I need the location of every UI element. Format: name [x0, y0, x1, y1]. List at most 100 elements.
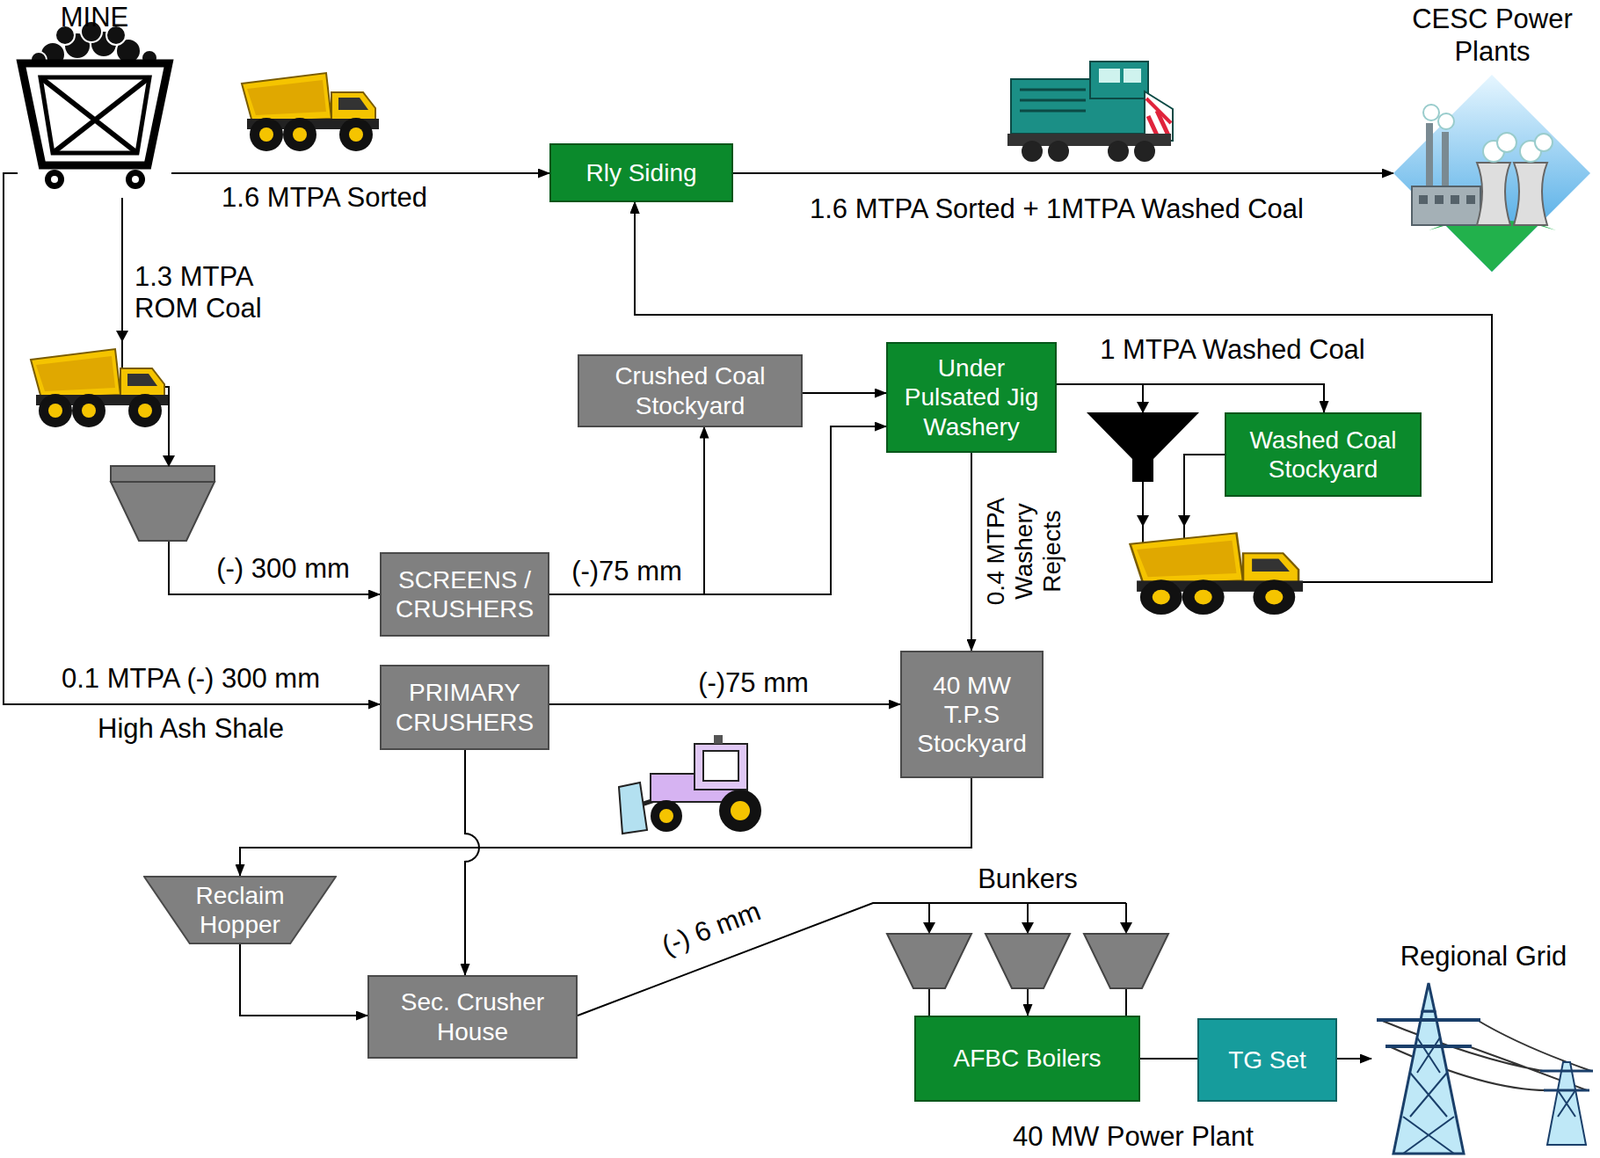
- mine-cart: [21, 21, 169, 190]
- mine-cart-part: [40, 77, 150, 153]
- power-plant-icon-part: [1418, 195, 1428, 204]
- bunker-feed-part: [887, 933, 972, 989]
- flow-label: 1.6 MTPA Sorted + 1MTPA Washed Coal: [807, 193, 1307, 226]
- power-plant-icon-part: [1497, 132, 1517, 153]
- annotation-label: Bunkers: [974, 863, 1081, 895]
- process-box: SCREENS / CRUSHERS: [379, 552, 550, 637]
- locomotive-part: [1146, 98, 1171, 124]
- flow-label: 1.6 MTPA Sorted: [218, 181, 430, 214]
- bulldozer-part: [703, 750, 739, 781]
- flow-label: (-) 6 mm: [654, 894, 768, 962]
- locomotive: [1007, 61, 1173, 162]
- locomotive-part: [1021, 140, 1043, 162]
- transmission-towers-part: [1557, 1090, 1576, 1117]
- dump-truck: [241, 72, 379, 152]
- bunker-feed-part: [1021, 922, 1034, 934]
- process-box: Sec. Crusher House: [367, 974, 578, 1059]
- process-box: AFBC Boilers: [914, 1015, 1141, 1102]
- transmission-towers-part: [1543, 1089, 1590, 1092]
- mine-cart-part: [21, 63, 169, 166]
- process-box: Under Pulsated Jig Washery: [886, 341, 1057, 453]
- power-plant-icon-part: [1450, 195, 1460, 204]
- bunker-feed-part: [928, 988, 931, 1016]
- node-text: Rly Siding: [585, 158, 697, 188]
- flow-label: 0.4 MTPA Washery Rejects: [981, 487, 1068, 616]
- bunker-feed-part: [1125, 902, 1128, 925]
- transmission-towers-part: [1422, 982, 1435, 1011]
- flow-connector: [970, 452, 973, 651]
- power-plant-icon-part: [1534, 133, 1553, 152]
- bulldozer: [618, 734, 762, 834]
- icon-node: CESC Power Plants: [1393, 1, 1592, 273]
- locomotive-part: [1123, 68, 1142, 83]
- node-text: Reclaim Hopper: [174, 880, 306, 939]
- flow-label: (-)75 mm: [568, 555, 685, 588]
- node-text: SCREENS / CRUSHERS: [388, 565, 541, 624]
- locomotive-part: [1098, 68, 1120, 83]
- hopper-node: Reclaim Hopper: [143, 875, 337, 945]
- node-text: PRIMARY CRUSHERS: [388, 677, 541, 736]
- transmission-towers-part: [1547, 1061, 1586, 1145]
- dump-truck: [1130, 532, 1304, 615]
- bunker-feed-part: [1120, 922, 1133, 934]
- power-plant-icon-part: [1466, 195, 1476, 204]
- locomotive-part: [1144, 91, 1173, 141]
- flow-connector: [549, 426, 887, 595]
- mine-cart-part: [52, 77, 150, 153]
- bulldozer-part: [659, 808, 674, 823]
- power-plant-icon-part: [1411, 186, 1481, 226]
- flow-connector: [549, 703, 901, 706]
- locomotive-part: [1019, 88, 1086, 92]
- flow-arrowhead-part: [116, 330, 129, 342]
- flow-connector: [240, 944, 368, 1016]
- node-text: AFBC Boilers: [952, 1043, 1101, 1073]
- feed-hopper-part: [110, 481, 215, 541]
- node-text: TG Set: [1228, 1045, 1307, 1075]
- flow-label: 1.3 MTPA ROM Coal: [131, 261, 291, 324]
- power-plant-icon-part: [1425, 123, 1433, 194]
- flow-connector: [1140, 1057, 1198, 1060]
- process-box: TG Set: [1197, 1018, 1338, 1102]
- bulldozer-part: [730, 800, 750, 821]
- icon-node: Regional Grid: [1371, 938, 1596, 1154]
- mine-cart-part: [131, 175, 139, 183]
- flow-connector: [1337, 1057, 1372, 1060]
- icon-node: MINE: [17, 0, 172, 198]
- transmission-towers-part: [1376, 1018, 1481, 1022]
- node-text: CESC Power Plants: [1404, 3, 1581, 68]
- flow-arrowhead-part: [162, 455, 175, 467]
- bulldozer-part: [650, 800, 683, 832]
- flow-label: 0.1 MTPA (-) 300 mm: [58, 662, 323, 695]
- process-box: PRIMARY CRUSHERS: [379, 664, 550, 750]
- bulldozer-part: [719, 789, 762, 832]
- power-plant-icon-part: [1513, 162, 1548, 226]
- feed-hopper: [110, 465, 215, 541]
- process-box: Rly Siding: [549, 143, 734, 203]
- transmission-towers-part: [1393, 1010, 1464, 1154]
- flow-connector: [577, 902, 1028, 1016]
- node-text: Regional Grid: [1400, 940, 1568, 974]
- power-plant-icon-part: [1434, 195, 1444, 204]
- bunker-feed-part: [1083, 933, 1169, 989]
- flow-connector: [465, 749, 480, 975]
- annotation-label: (-) 300 mm: [213, 552, 353, 585]
- flow-arrowhead-part: [1178, 515, 1191, 527]
- locomotive-part: [1090, 61, 1149, 99]
- feed-hopper-part: [110, 465, 215, 482]
- annotation-label: High Ash Shale: [94, 712, 287, 745]
- flow-connector: [549, 427, 705, 595]
- transmission-towers-part: [1540, 1069, 1593, 1073]
- flow-arrowhead-part: [1136, 401, 1150, 414]
- bulldozer-part: [694, 743, 748, 790]
- flow-label: (-)75 mm: [695, 667, 812, 699]
- flow-connector: [240, 778, 972, 876]
- power-plant-icon-part: [1393, 74, 1591, 272]
- bunker-feed-part: [928, 902, 931, 925]
- dump-truck: [30, 349, 168, 428]
- node-text: Crushed Coal Stockyard: [586, 361, 794, 420]
- flow-connector: [3, 173, 380, 705]
- node-text: 40 MW T.P.S Stockyard: [909, 670, 1035, 758]
- flow-connector: [733, 172, 1394, 175]
